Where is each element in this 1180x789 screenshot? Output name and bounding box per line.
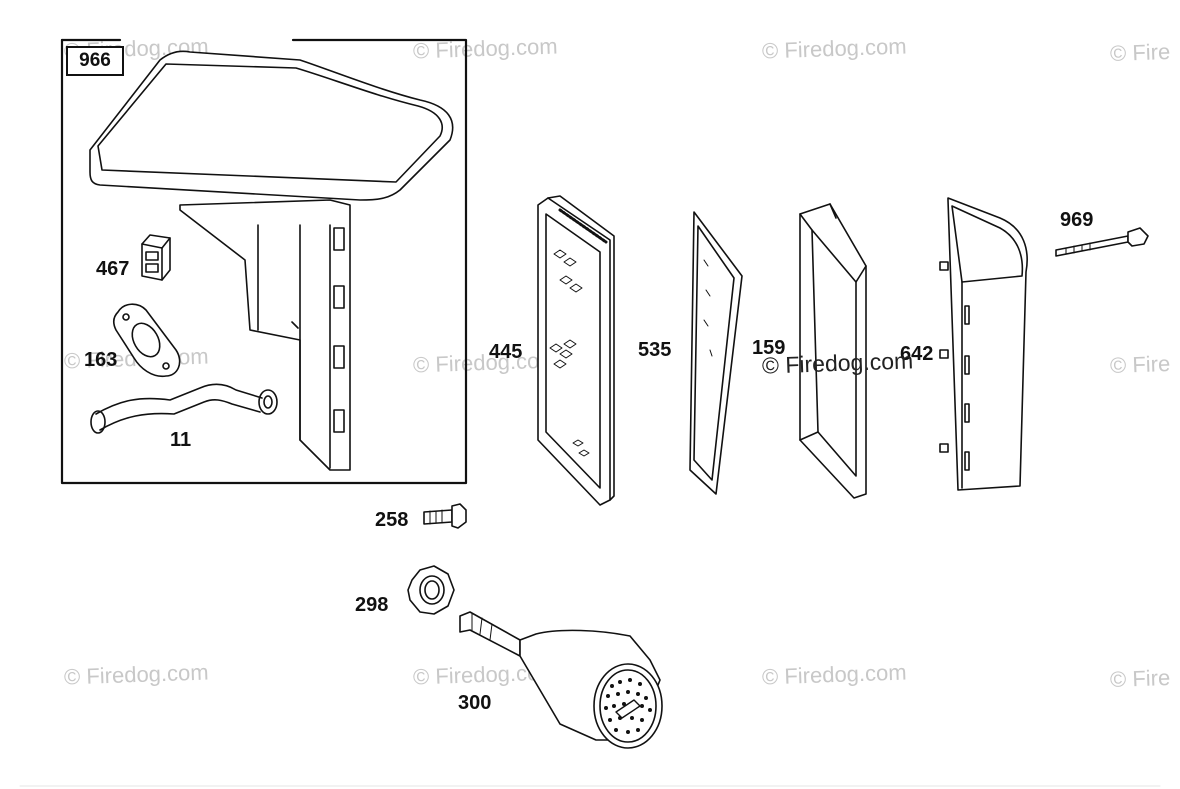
- part-label-300: 300: [458, 692, 492, 714]
- muffler-screen-holes: [604, 678, 652, 734]
- part-969-bolt: [1055, 227, 1149, 257]
- part-642-cover: [939, 197, 1028, 491]
- part-label-11: 11: [170, 429, 192, 451]
- part-label-298: 298: [355, 594, 389, 616]
- kit-966-frame: [60, 38, 468, 485]
- part-label-642: 642: [900, 343, 934, 365]
- part-159-frame: [799, 203, 867, 499]
- part-467-block: [141, 234, 171, 281]
- part-label-467: 467: [96, 258, 130, 280]
- part-label-535: 535: [638, 339, 672, 361]
- kit-label-966: 966: [66, 46, 124, 76]
- part-label-969: 969: [1060, 209, 1094, 231]
- part-445-filter: [537, 195, 615, 506]
- part-298-nut: [407, 565, 455, 615]
- part-label-159: 159: [752, 337, 786, 359]
- air-cleaner-base: [89, 50, 454, 471]
- part-label-163: 163: [84, 349, 118, 371]
- part-258-screw: [423, 503, 467, 529]
- filter-mesh: [549, 249, 590, 457]
- watermark-dark: © Firedog.com: [761, 347, 914, 379]
- part-535-precleaner: [689, 211, 743, 495]
- part-11-tube: [90, 383, 278, 434]
- part-163-gasket: [113, 303, 181, 378]
- part-label-445: 445: [489, 341, 523, 363]
- part-label-258: 258: [375, 509, 409, 531]
- part-300-muffler: [459, 611, 663, 749]
